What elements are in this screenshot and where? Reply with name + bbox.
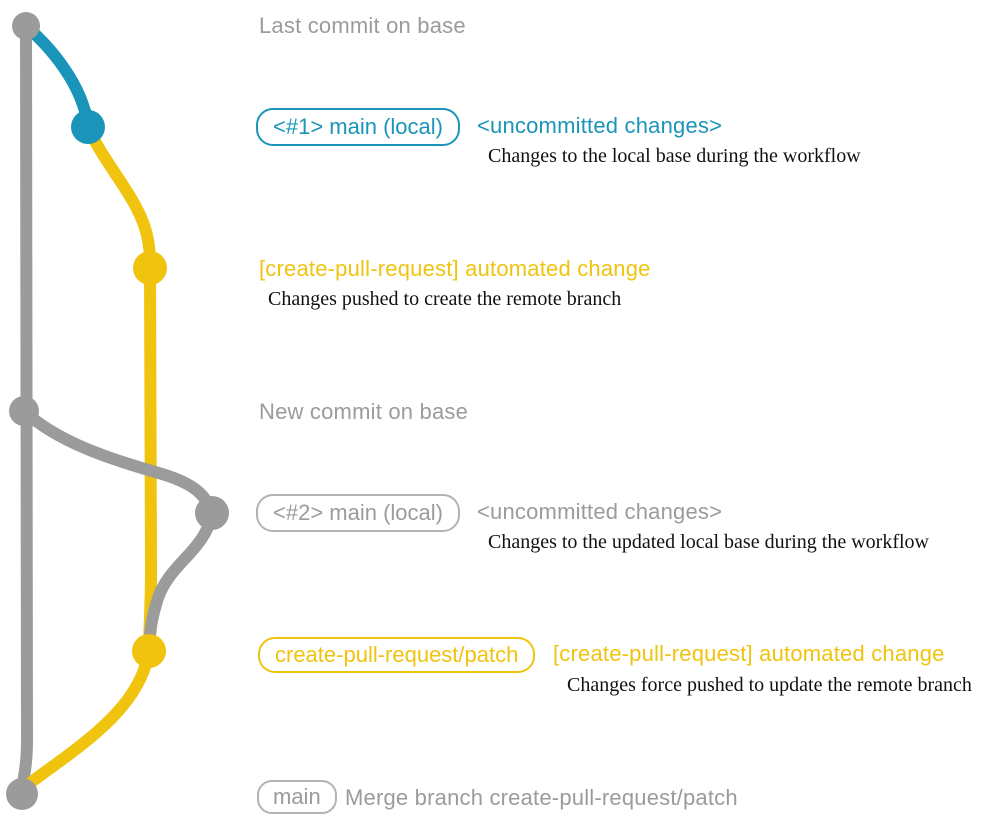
edge-local-main-2-in (143, 507, 218, 657)
edge-push-create-branch (82, 121, 156, 274)
branch-chip-main-local-1: <#1> main (local) (256, 108, 460, 146)
automated-change-desc-1: Changes pushed to create the remote bran… (268, 288, 622, 310)
edge-local-main-2-out (18, 405, 218, 519)
merge-commit-message: Merge branch create-pull-request/patch (345, 785, 738, 810)
automated-change-label-1: [create-pull-request] automated change (259, 256, 651, 281)
branch-chip-main: main (257, 780, 337, 814)
edge-local-main-1 (20, 20, 94, 133)
uncommitted-desc-1: Changes to the local base during the wor… (488, 145, 861, 167)
commit-node-last-base (12, 12, 40, 40)
uncommitted-changes-label-2: <uncommitted changes> (477, 499, 723, 524)
uncommitted-changes-label-1: <uncommitted changes> (477, 113, 723, 138)
branch-chip-patch: create-pull-request/patch (258, 637, 536, 673)
commit-node-merge (6, 778, 38, 810)
commit-node-auto-change-1 (133, 251, 167, 285)
last-commit-heading: Last commit on base (259, 13, 466, 38)
branch-chip-main-local-2: <#2> main (local) (256, 494, 460, 532)
edge-remote-branch-line (143, 262, 158, 657)
automated-change-desc-2: Changes force pushed to update the remot… (567, 674, 972, 696)
commit-node-local-main-1 (71, 110, 105, 144)
uncommitted-desc-2: Changes to the updated local base during… (488, 531, 929, 553)
edge-merge-into-main (16, 645, 155, 798)
commit-node-local-main-2 (195, 496, 229, 530)
automated-change-label-2: [create-pull-request] automated change (553, 641, 945, 666)
commit-node-new-base (9, 396, 39, 426)
commit-node-auto-change-2 (132, 634, 166, 668)
new-commit-heading: New commit on base (259, 399, 469, 424)
